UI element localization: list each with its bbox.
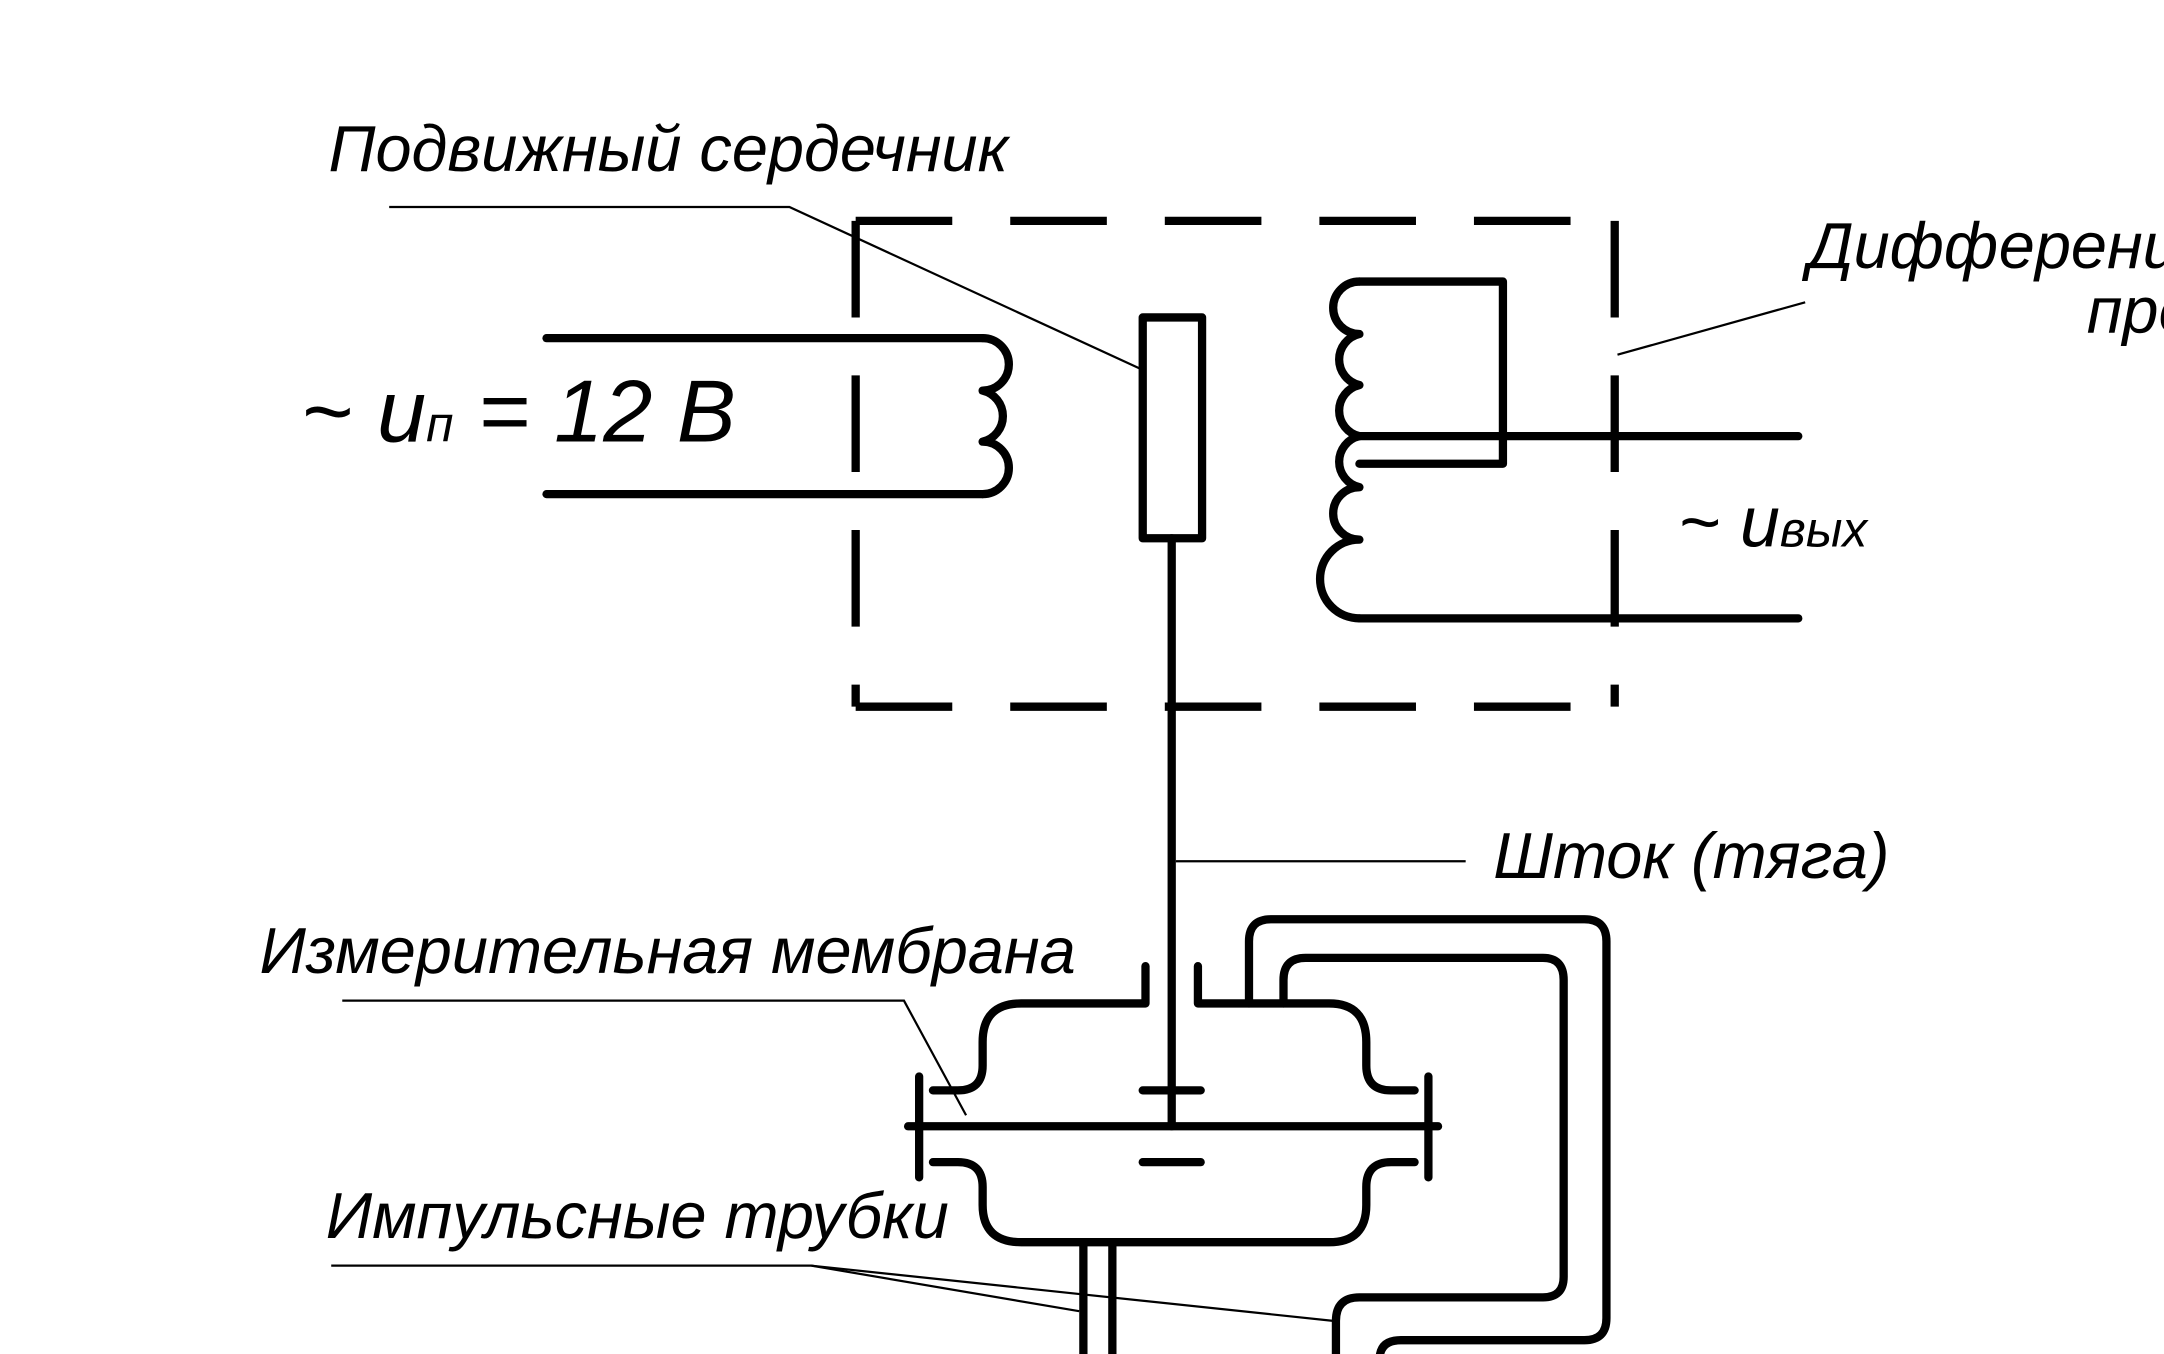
label-supply-voltage: ~ uп = 12 В <box>301 362 736 461</box>
impulse-tubes <box>1079 915 1611 1354</box>
label-output-voltage: ~ uвых <box>1678 483 1869 563</box>
transformer-housing <box>851 216 1619 711</box>
secondary-windings <box>1315 277 1803 623</box>
label-moving-core: Подвижный сердечник <box>328 112 1010 185</box>
label-differential-line1: Дифференциал <box>1802 209 2164 282</box>
label-rod: Шток (тяга) <box>1493 819 1889 892</box>
leader-lines <box>331 205 1806 1322</box>
label-membrane: Измерительная мембрана <box>259 914 1075 987</box>
primary-winding <box>542 334 1013 499</box>
moving-core <box>1138 313 1207 543</box>
label-impulse-tubes: Импульсные трубки <box>326 1179 949 1252</box>
membrane-capsule <box>903 962 1443 1247</box>
label-differential-line2: пре <box>2087 274 2164 347</box>
